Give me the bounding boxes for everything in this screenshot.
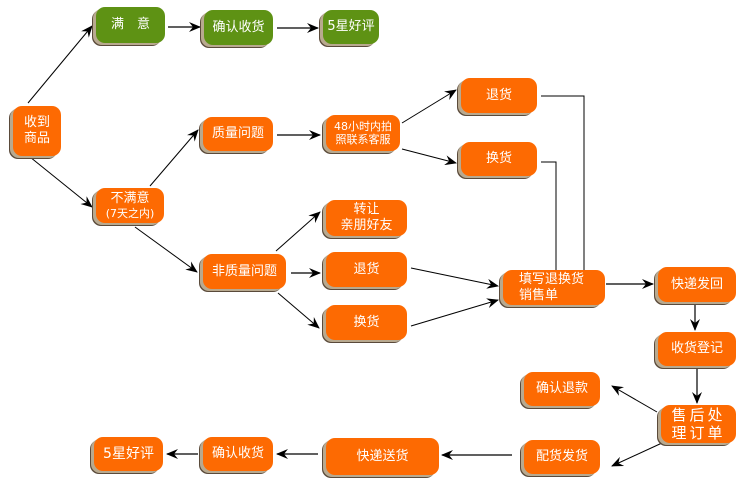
node-receipt-register: 收货登记 xyxy=(658,332,736,366)
node-confirm-refund: 确认退款 xyxy=(524,372,600,406)
node-label: 5星好评 xyxy=(327,19,375,34)
node-exchange-quality: 换货 xyxy=(461,142,537,176)
node-five-star-bottom: 5星好评 xyxy=(94,437,163,471)
node-label: 确认收货 xyxy=(212,19,265,35)
node-courier-delivery: 快递送货 xyxy=(326,438,439,475)
node-label: 非质量问题 xyxy=(211,263,277,279)
node-ship-back: 快递发回 xyxy=(658,267,736,302)
node-label: 满 意 xyxy=(110,17,150,32)
node-label: 商品 xyxy=(23,131,50,146)
node-confirm-receipt-top: 确认收货 xyxy=(204,10,273,45)
edge-unsatisfied-quality xyxy=(149,129,199,187)
edge-nonquality-exchange xyxy=(277,292,320,329)
edge-return-nq-form xyxy=(410,267,499,289)
edge-received-satisfied xyxy=(27,25,93,104)
node-sublabel: (7天之内) xyxy=(105,207,155,220)
node-label: 确认退款 xyxy=(535,381,588,396)
node-five-star-top: 5星好评 xyxy=(323,10,379,44)
node-label: 质量问题 xyxy=(211,126,264,141)
node-label: 售后处 xyxy=(671,406,726,424)
edge-process-refund xyxy=(611,385,658,413)
node-fill-form: 填写退换货 销售单 xyxy=(503,270,605,305)
node-label: 换货 xyxy=(353,314,380,330)
edge-return-q-form xyxy=(541,95,589,286)
node-label: 亲朋好友 xyxy=(340,218,393,233)
node-label: 5星好评 xyxy=(103,446,154,462)
node-quality-issue: 质量问题 xyxy=(203,117,273,151)
node-label: 退货 xyxy=(353,261,380,277)
node-non-quality-issue: 非质量问题 xyxy=(203,254,286,289)
node-label: 收到 xyxy=(23,115,50,130)
node-dispatch: 配货发货 xyxy=(524,440,600,474)
node-label: 快递发回 xyxy=(670,276,723,292)
node-label: 填写退换货 xyxy=(519,271,585,287)
node-process-order: 售后处 理订单 xyxy=(661,405,736,443)
node-satisfied: 满 意 xyxy=(96,7,165,43)
edge-nonquality-transfer xyxy=(275,211,321,252)
edge-unsatisfied-nonquality xyxy=(134,226,198,273)
node-label: 换货 xyxy=(485,151,512,166)
node-label: 48小时内拍 xyxy=(334,120,392,133)
node-label: 销售单 xyxy=(519,287,559,303)
node-label: 转让 xyxy=(353,202,380,217)
node-label: 快递送货 xyxy=(356,448,409,464)
edge-exchange-q-form xyxy=(541,161,561,286)
node-confirm-receipt-bottom: 确认收货 xyxy=(203,437,273,471)
node-unsatisfied: 不满意 (7天之内) xyxy=(96,188,164,223)
node-received: 收到 商品 xyxy=(13,106,61,156)
edge-exchange-nq-form xyxy=(410,298,499,327)
node-label: 理订单 xyxy=(671,424,726,442)
edge-photo-return xyxy=(401,89,457,124)
node-label: 确认收货 xyxy=(211,446,264,461)
node-label: 照联系客服 xyxy=(335,133,391,146)
node-label: 配货发货 xyxy=(535,449,588,464)
node-label: 不满意 xyxy=(110,191,150,206)
node-return-quality: 退货 xyxy=(461,78,537,113)
edge-photo-exchange xyxy=(401,148,457,166)
edge-received-unsatisfied xyxy=(29,156,93,208)
node-label: 退货 xyxy=(485,87,512,103)
node-photo-contact: 48小时内拍 照联系客服 xyxy=(326,115,400,151)
node-exchange-non-quality: 换货 xyxy=(326,305,407,340)
node-return-non-quality: 退货 xyxy=(326,252,407,287)
node-transfer-friends: 转让 亲朋好友 xyxy=(326,200,407,236)
node-label: 收货登记 xyxy=(670,341,723,356)
edge-process-dispatch xyxy=(611,442,663,467)
